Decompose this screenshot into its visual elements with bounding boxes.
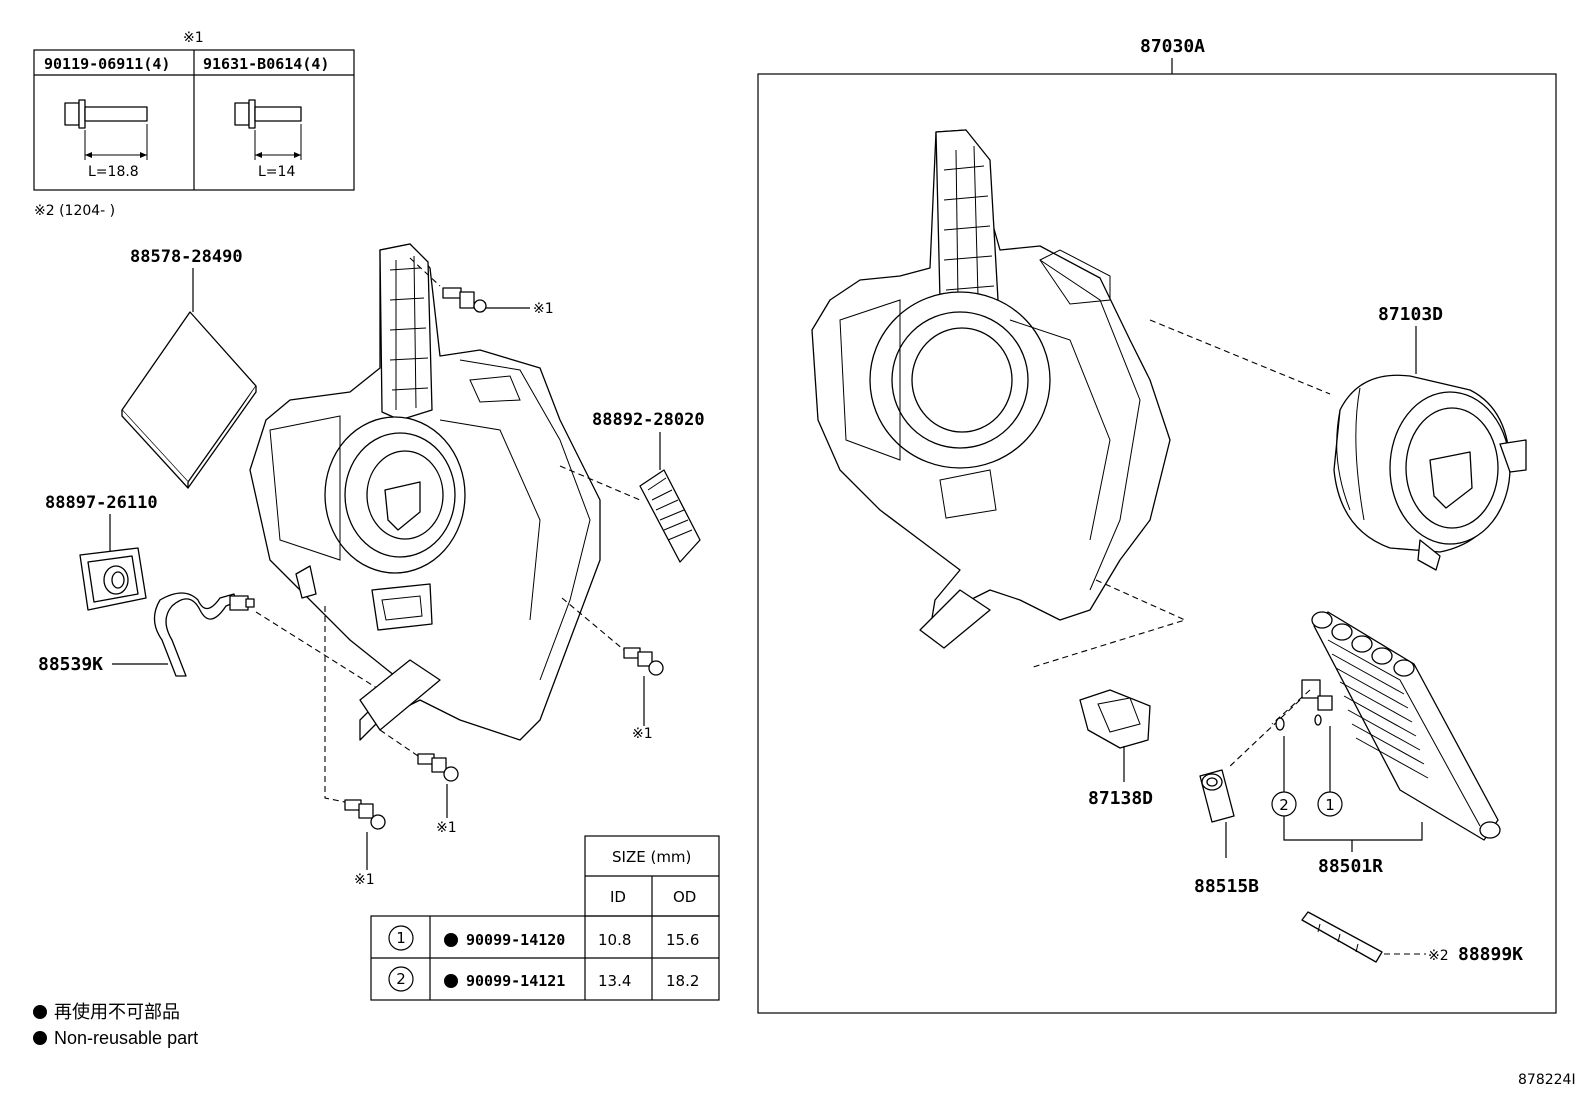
mark-clip: ※2 (1428, 948, 1449, 964)
blower-housing-exploded (249, 243, 601, 741)
legend: 再使用不可部品 Non-reusable part (33, 1002, 198, 1048)
oring-row-2-part: 90099-14121 (466, 972, 565, 990)
serial-note: ※2 (1204- ) (34, 203, 115, 219)
retaining-clip (1301, 911, 1383, 963)
duct-plate (639, 469, 701, 563)
assembly-frame (757, 73, 1557, 1014)
oring-row-2-od: 18.2 (666, 972, 699, 990)
label-grommet: 88897-26110 (45, 493, 158, 513)
bolt-icon-long (64, 99, 148, 160)
grommet (79, 547, 147, 611)
legend-en: Non-reusable part (54, 1028, 198, 1048)
oring-small-2 (1275, 717, 1285, 731)
non-reusable-dot-2 (444, 974, 458, 988)
oring-small-1 (1314, 714, 1322, 726)
oring-row-1-id: 10.8 (598, 931, 631, 949)
non-reusable-dot-1 (444, 933, 458, 947)
mark-screw-right: ※1 (632, 726, 653, 742)
bolt-table: ※1 90119-06911(4) 91631-B0614(4) L=18.8 … (33, 30, 355, 219)
mark-screw-top: ※1 (533, 301, 554, 317)
oring-row-2-id: 13.4 (598, 972, 631, 990)
expansion-valve (1199, 769, 1235, 823)
screw-top (442, 287, 487, 313)
od-header: OD (673, 888, 696, 906)
screw-bottom (417, 753, 459, 782)
callout-2-text: 2 (1279, 796, 1289, 814)
screw-right (623, 647, 664, 676)
bolt-group-mark: ※1 (183, 30, 204, 46)
label-clip: 88899K (1458, 944, 1523, 965)
bolt-length-1: L=18.8 (88, 164, 139, 180)
drain-hose (153, 592, 255, 677)
evaporator (1301, 611, 1501, 841)
oring-row-2-num: 2 (396, 970, 406, 988)
label-resistor: 87138D (1088, 788, 1153, 809)
label-valve: 88515B (1194, 876, 1259, 897)
ref-code: 878224I (1518, 1072, 1576, 1088)
label-assembly: 87030A (1140, 36, 1205, 57)
bolt-length-2: L=14 (258, 164, 295, 180)
legend-jp: 再使用不可部品 (54, 1002, 180, 1022)
mark-screw-bottom: ※1 (436, 820, 457, 836)
callout-1-text: 1 (1325, 796, 1335, 814)
blower-housing-assembly (811, 129, 1171, 649)
bolt-icon-short (234, 99, 302, 160)
oring-row-1-num: 1 (396, 929, 406, 947)
screw-lowest (344, 799, 386, 830)
oring-row-1-part: 90099-14120 (466, 931, 565, 949)
label-blower: 87103D (1378, 304, 1443, 325)
size-header: SIZE (mm) (612, 848, 691, 866)
air-filter (121, 311, 257, 489)
oring-row-1-od: 15.6 (666, 931, 699, 949)
bolt-part-1: 90119-06911(4) (44, 55, 170, 73)
oring-table: SIZE (mm) ID OD 1 90099-14120 10.8 15.6 … (370, 835, 720, 1001)
label-filter: 88578-28490 (130, 247, 243, 267)
label-evaporator: 88501R (1318, 856, 1383, 877)
label-hose: 88539K (38, 654, 103, 675)
id-header: ID (610, 888, 626, 906)
mark-screw-lowest: ※1 (354, 872, 375, 888)
blower-motor (1333, 374, 1527, 571)
callout-1 (1317, 791, 1343, 817)
blower-resistor (1079, 689, 1151, 749)
label-duct: 88892-28020 (592, 410, 705, 430)
bolt-part-2: 91631-B0614(4) (203, 55, 329, 73)
